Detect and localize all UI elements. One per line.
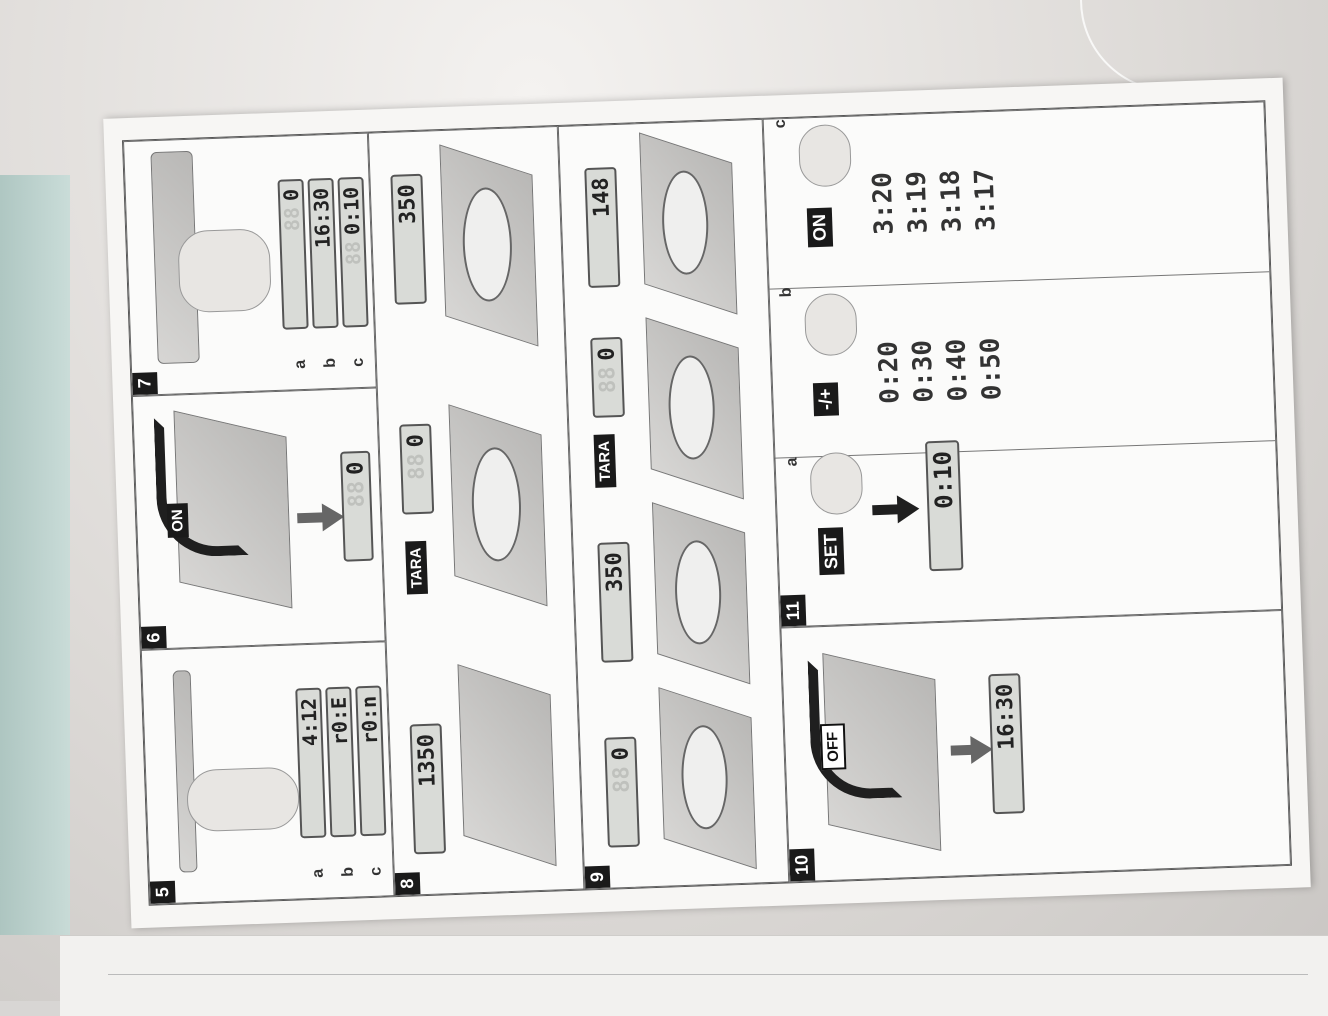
- on-label: ON: [166, 502, 189, 539]
- finger-icon: [809, 451, 864, 516]
- lcd-value: 0: [402, 433, 429, 448]
- panel-10: 10 OFF 16:30: [780, 610, 1291, 883]
- ghost-digits: 88: [608, 765, 635, 794]
- panel-11c-letter: c: [771, 119, 789, 129]
- stack-value: 3:19: [901, 170, 934, 235]
- lcd-display: 350: [390, 173, 427, 305]
- panel-5: 5 a b c 4:12 r0:E r0:n: [140, 641, 395, 905]
- lcd-display: 16:30: [307, 177, 339, 329]
- lcd-value: 4:12: [296, 697, 323, 747]
- stack-value: 0:30: [907, 339, 940, 404]
- lcd-value: 350: [394, 183, 421, 225]
- scale-icon: [457, 664, 557, 867]
- panel-7-letter-c: c: [349, 357, 368, 368]
- panel-7-number: 7: [132, 371, 158, 395]
- lcd-display: 88 0:10: [337, 176, 369, 328]
- panel-8-number: 8: [394, 872, 421, 896]
- panel-11: 11 a SET 0:10 b -/+ 0:20 0:30 0:40 0:50: [762, 101, 1283, 628]
- lcd-display: 148: [584, 166, 621, 289]
- finger-icon: [797, 123, 853, 188]
- panel-11b: b -/+ 0:20 0:30 0:40 0:50: [769, 271, 1276, 458]
- lcd-value: r0:E: [326, 696, 353, 746]
- panel-5-letter-b: b: [339, 866, 357, 878]
- panel-5-letter-c: c: [367, 866, 385, 877]
- finger-icon: [803, 292, 858, 357]
- time-stack: 0:20 0:30 0:40 0:50: [871, 337, 1009, 404]
- panel-11-number: 11: [780, 594, 807, 627]
- lcd-value: r0:n: [356, 695, 383, 745]
- tara-label: TARA: [405, 541, 428, 595]
- lcd-value: 0: [342, 461, 369, 476]
- ghost-digits: 88: [279, 206, 305, 232]
- stack-value: 3:18: [935, 169, 968, 233]
- stack-value: 0:20: [873, 340, 906, 405]
- panel-10-number: 10: [789, 848, 816, 882]
- minus-plus-button-label: -/+: [812, 382, 840, 417]
- glass-edge: [0, 175, 70, 935]
- lcd-value: 0:10: [928, 450, 959, 510]
- scale-edge: [172, 670, 198, 873]
- lcd-display: 1350: [409, 723, 447, 855]
- panel-5-number: 5: [149, 880, 176, 904]
- panel-7-letter-b: b: [321, 357, 340, 369]
- lcd-value: 1350: [413, 733, 441, 788]
- lcd-display: 0:10: [924, 440, 964, 572]
- finger-icon: [186, 766, 301, 833]
- lower-sheet: [60, 935, 1328, 1016]
- stack-value: 0:50: [975, 337, 1008, 401]
- panel-5-letter-a: a: [309, 868, 327, 879]
- panel-11b-letter: b: [777, 287, 795, 298]
- stack-value: 3:20: [867, 171, 900, 236]
- lcd-display: 350: [597, 541, 634, 663]
- lcd-display: r0:E: [325, 686, 357, 838]
- panel-11c: c ON 3:20 3:19 3:18 3:17: [764, 102, 1270, 288]
- ghost-digits: 88: [594, 366, 621, 394]
- ghost-digits: 88: [340, 240, 366, 266]
- panel-9-number: 9: [584, 865, 611, 889]
- stack-value: 3:17: [969, 168, 1002, 232]
- stack-value: 0:40: [941, 338, 974, 402]
- ghost-digits: 88: [403, 452, 430, 481]
- lcd-value: 0: [278, 188, 304, 202]
- tara-label: TARA: [593, 434, 617, 488]
- panel-11a-letter: a: [783, 457, 801, 467]
- lcd-value: 16:30: [308, 187, 335, 249]
- lcd-value: 0: [607, 746, 634, 761]
- sheet-rule: [108, 974, 1308, 975]
- off-label: OFF: [819, 723, 847, 771]
- panel-6-number: 6: [140, 626, 167, 650]
- lcd-value: 148: [588, 177, 615, 218]
- lcd-value: 350: [601, 551, 628, 593]
- finger-icon: [177, 227, 272, 313]
- time-stack: 3:20 3:19 3:18 3:17: [866, 168, 1004, 235]
- lcd-display: r0:n: [355, 685, 387, 837]
- panel-11a: a SET 0:10: [775, 440, 1282, 627]
- lcd-value: 16:30: [991, 683, 1020, 751]
- lcd-value: 0:10: [338, 186, 365, 236]
- panel-7-letter-a: a: [291, 359, 310, 370]
- set-button-label: SET: [817, 527, 845, 576]
- ghost-digits: 88: [343, 480, 370, 508]
- down-arrow-icon: [896, 494, 920, 524]
- lcd-display: 4:12: [295, 687, 327, 839]
- on-button-label: ON: [806, 207, 834, 248]
- lcd-display: 16:30: [988, 673, 1026, 815]
- lcd-value: 0: [594, 346, 620, 362]
